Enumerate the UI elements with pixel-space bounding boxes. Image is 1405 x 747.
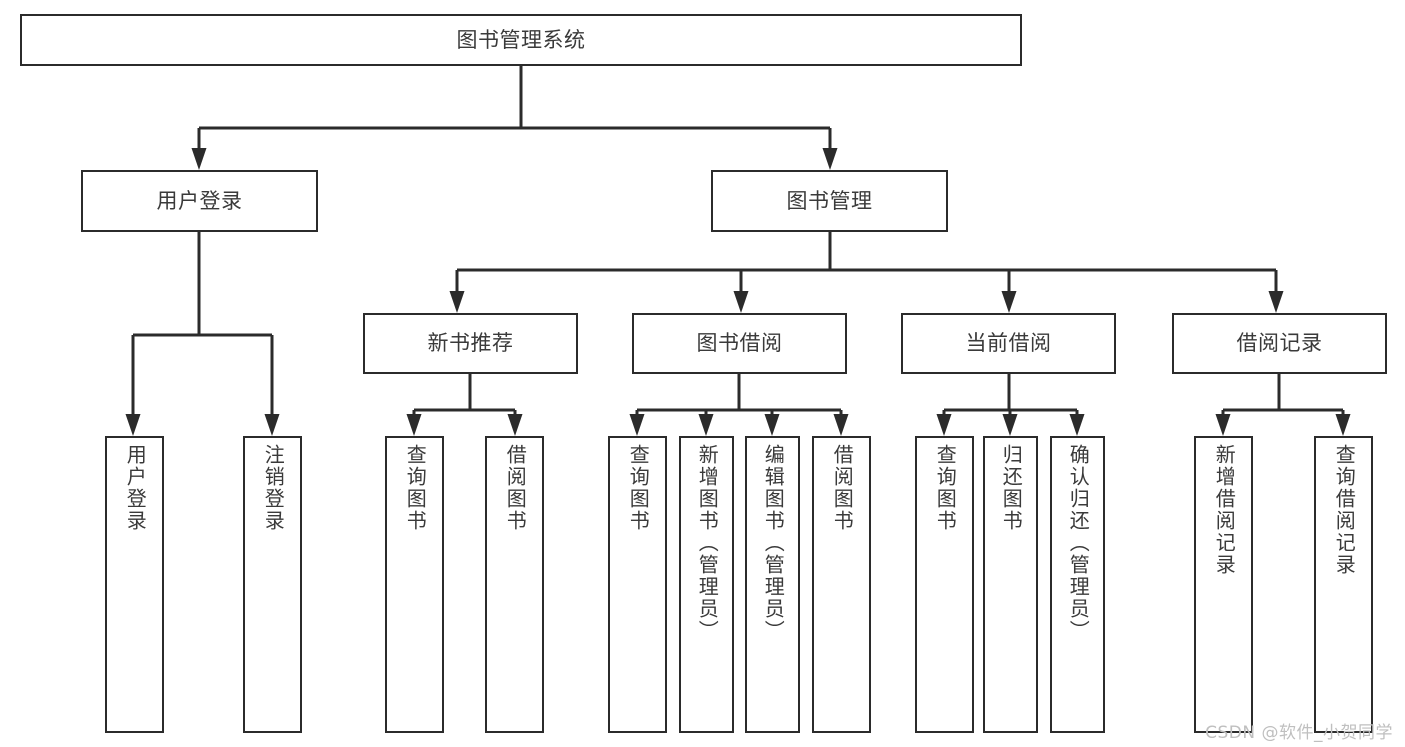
- arrowhead-icon: [1335, 414, 1351, 436]
- arrowhead-icon: [1268, 291, 1284, 313]
- node-leaf-user-logout[interactable]: 注销登录: [243, 436, 302, 733]
- node-label: 注销登录: [261, 444, 286, 532]
- watermark: CSDN @软件_小贺同学: [1205, 723, 1393, 743]
- arrowhead-icon: [406, 414, 422, 436]
- arrowhead-icon: [1069, 414, 1085, 436]
- node-leaf-return-book[interactable]: 归还图书: [983, 436, 1038, 733]
- node-leaf-add-record[interactable]: 新增借阅记录: [1194, 436, 1253, 733]
- arrowhead-icon: [1001, 291, 1017, 313]
- arrowhead-icon: [1215, 414, 1231, 436]
- arrowhead-icon: [264, 414, 280, 436]
- node-book-manage[interactable]: 图书管理: [711, 170, 948, 232]
- node-label: 图书借阅: [696, 331, 783, 356]
- node-leaf-add-book[interactable]: 新增图书（管理员）: [679, 436, 734, 733]
- node-user-login[interactable]: 用户登录: [81, 170, 318, 232]
- node-label: 归还图书: [999, 444, 1024, 532]
- node-label: 查询借阅记录: [1332, 444, 1357, 576]
- arrowhead-icon: [833, 414, 849, 436]
- node-new-book-rec[interactable]: 新书推荐: [363, 313, 578, 374]
- node-leaf-query-book-3[interactable]: 查询图书: [915, 436, 974, 733]
- node-leaf-borrow-book-1[interactable]: 借阅图书: [485, 436, 544, 733]
- node-book-borrow[interactable]: 图书借阅: [632, 313, 847, 374]
- arrowhead-icon: [936, 414, 952, 436]
- node-leaf-confirm-return[interactable]: 确认归还（管理员）: [1050, 436, 1105, 733]
- node-label: 图书管理系统: [456, 27, 586, 52]
- arrowhead-icon: [507, 414, 523, 436]
- node-label: 新增借阅记录: [1212, 444, 1237, 576]
- node-label: 查询图书: [933, 444, 958, 532]
- node-label: 用户登录: [156, 188, 243, 213]
- node-label: 新增图书（管理员）: [695, 444, 720, 642]
- arrowhead-icon: [449, 291, 465, 313]
- arrowhead-icon: [1002, 414, 1018, 436]
- node-current-borrow[interactable]: 当前借阅: [901, 313, 1116, 374]
- node-label: 查询图书: [403, 444, 428, 532]
- node-label: 确认归还（管理员）: [1066, 444, 1091, 642]
- arrowhead-icon: [125, 414, 141, 436]
- node-label: 用户登录: [123, 444, 148, 532]
- node-leaf-edit-book[interactable]: 编辑图书（管理员）: [745, 436, 800, 733]
- node-root[interactable]: 图书管理系统: [20, 14, 1022, 66]
- node-label: 图书管理: [786, 188, 873, 213]
- arrowhead-icon: [698, 414, 714, 436]
- node-label: 当前借阅: [965, 331, 1052, 356]
- node-borrow-record[interactable]: 借阅记录: [1172, 313, 1387, 374]
- node-leaf-query-book-2[interactable]: 查询图书: [608, 436, 667, 733]
- node-leaf-query-record[interactable]: 查询借阅记录: [1314, 436, 1373, 733]
- node-label: 查询图书: [626, 444, 651, 532]
- node-label: 借阅记录: [1236, 331, 1323, 356]
- arrowhead-icon: [822, 148, 838, 170]
- arrowhead-icon: [629, 414, 645, 436]
- node-leaf-user-login[interactable]: 用户登录: [105, 436, 164, 733]
- node-label: 借阅图书: [830, 444, 855, 532]
- node-label: 借阅图书: [503, 444, 528, 532]
- node-label: 新书推荐: [427, 331, 514, 356]
- arrowhead-icon: [764, 414, 780, 436]
- node-leaf-query-book-1[interactable]: 查询图书: [385, 436, 444, 733]
- arrowhead-icon: [733, 291, 749, 313]
- arrowhead-icon: [191, 148, 207, 170]
- node-leaf-borrow-book-2[interactable]: 借阅图书: [812, 436, 871, 733]
- node-label: 编辑图书（管理员）: [761, 444, 786, 642]
